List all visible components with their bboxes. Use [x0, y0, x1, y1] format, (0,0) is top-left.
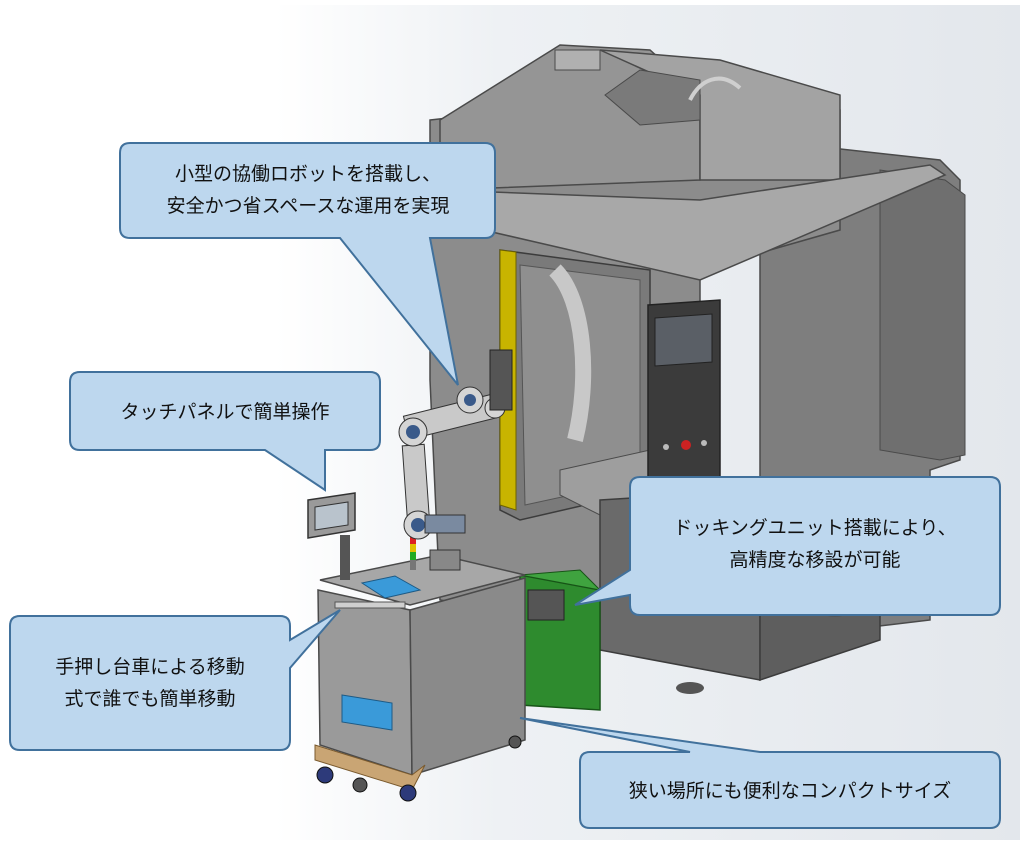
callout-touch-panel: タッチパネルで簡単操作 [69, 371, 381, 492]
callout-robot-line1: 小型の協働ロボットを搭載し、 [175, 163, 441, 185]
callout-cart-line2: 式で誰でも簡単移動 [64, 688, 235, 710]
callout-compact-line1: 狭い場所にも便利なコンパクトサイズ [629, 780, 951, 802]
touch-panel-device [307, 492, 356, 580]
callout-docking: ドッキングユニット搭載により、 高精度な移設が可能 [574, 476, 1001, 616]
callout-robot: 小型の協働ロボットを搭載し、 安全かつ省スペースな運用を実現 [119, 142, 496, 386]
robot-cart [314, 530, 526, 802]
callout-touch-panel-line1: タッチパネルで簡単操作 [120, 401, 329, 423]
callout-docking-line1: ドッキングユニット搭載により、 [673, 517, 956, 539]
callout-cart: 手押し台車による移動 式で誰でも簡単移動 [9, 609, 341, 751]
callout-compact: 狭い場所にも便利なコンパクトサイズ [519, 717, 1001, 829]
callout-cart-line1: 手押し台車による移動 [55, 656, 244, 678]
callout-robot-line2: 安全かつ省スペースな運用を実現 [167, 195, 450, 217]
callout-docking-line2: 高精度な移設が可能 [729, 549, 900, 571]
docking-unit [519, 569, 602, 711]
collaborative-robot [398, 349, 513, 571]
